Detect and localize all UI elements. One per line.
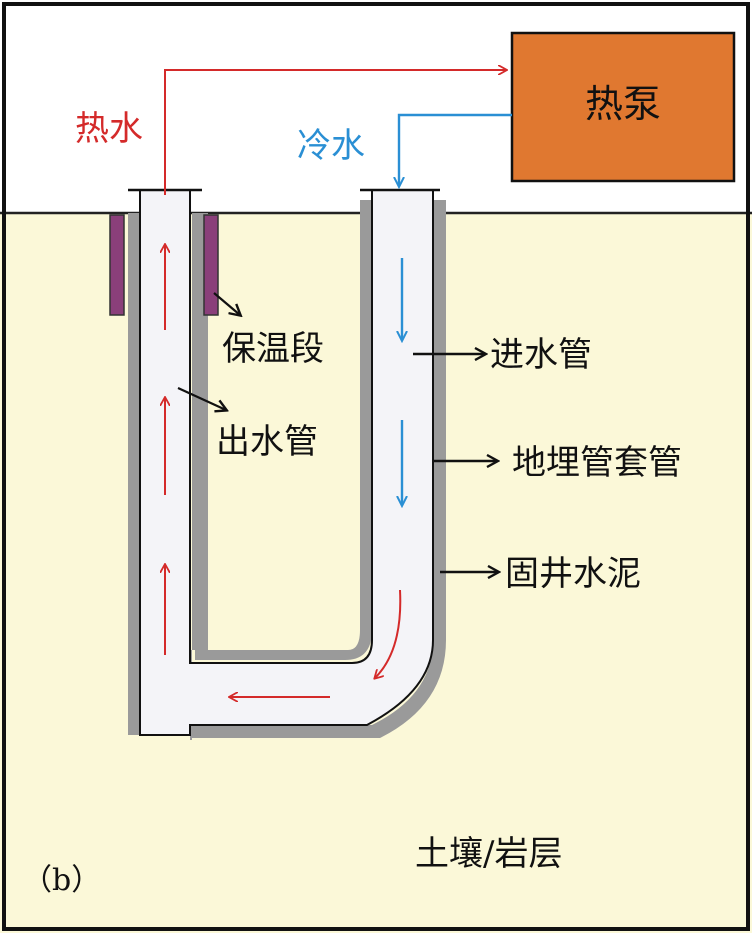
cold-water-label: 冷水 xyxy=(297,126,365,166)
insulation-sleeve-left xyxy=(109,214,125,316)
outlet-callout-arrow xyxy=(177,387,226,410)
hot-water-line xyxy=(164,70,506,195)
heat-pump-box xyxy=(510,31,736,183)
grout-shadow xyxy=(128,213,208,740)
hot-water-label: 热水 xyxy=(75,109,143,149)
inlet-pipe-label: 进水管 xyxy=(490,335,592,375)
panel-tag: （b） xyxy=(22,863,101,898)
flow-arrow-bend xyxy=(375,589,402,678)
casing-label: 地埋管套管 xyxy=(512,443,682,483)
insulation-label: 保温段 xyxy=(222,329,324,369)
grout-label: 固井水泥 xyxy=(505,554,641,594)
ground-label: 土壤/岩层 xyxy=(415,834,562,874)
outlet-pipe-label: 出水管 xyxy=(216,422,318,462)
insulation-sleeve-right xyxy=(203,214,219,316)
cold-water-line xyxy=(399,113,512,186)
insulation-callout-arrow xyxy=(213,292,240,315)
heat-pump-label: 热泵 xyxy=(585,82,661,126)
